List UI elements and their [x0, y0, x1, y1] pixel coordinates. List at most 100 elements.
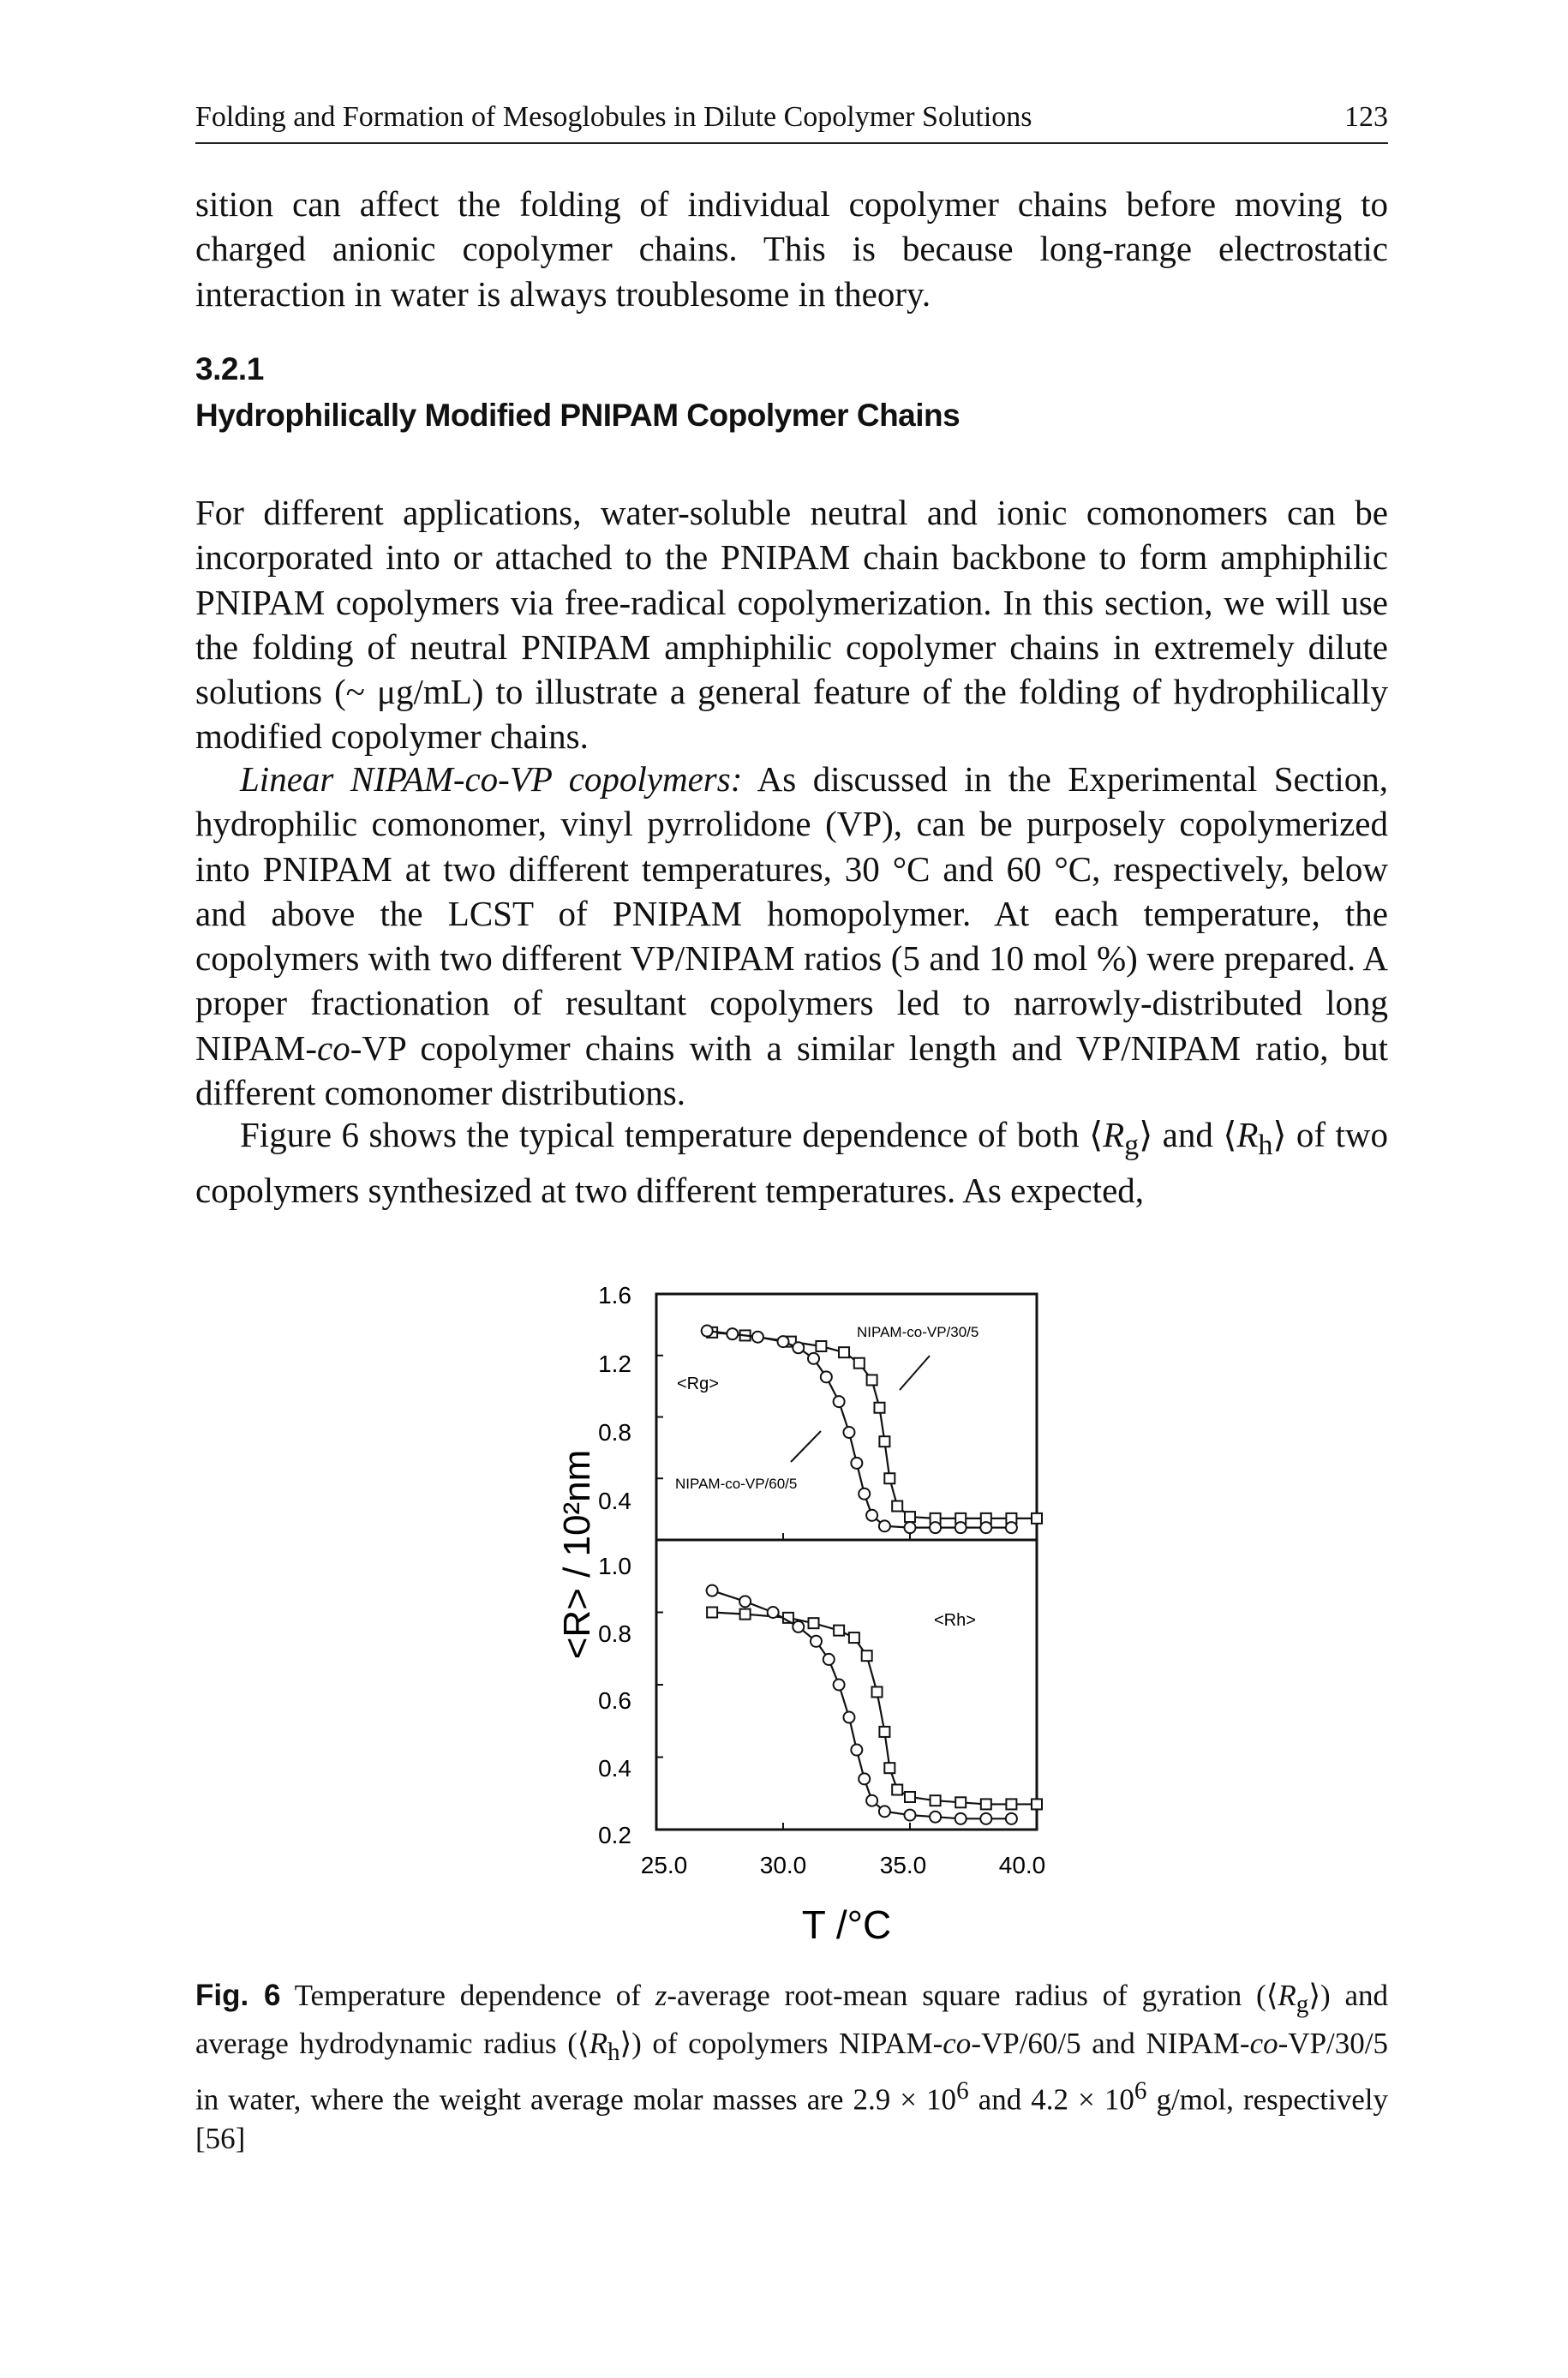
y-tick-label: 0.4 [598, 1488, 631, 1514]
data-point-circle [792, 1620, 805, 1633]
y-axis-label: <R> / 10²nm [556, 1450, 598, 1660]
paragraph-2-lead: Linear NIPAM-co-VP copolymers: [240, 759, 743, 799]
series-line [712, 1611, 1037, 1806]
x-tick-label: 30.0 [760, 1852, 807, 1878]
running-title: Folding and Formation of Mesoglobules in… [195, 101, 1032, 133]
data-point-circle [700, 1324, 714, 1338]
data-point-square [833, 1624, 846, 1637]
data-point-circle [822, 1652, 835, 1666]
data-point-square [739, 1608, 751, 1620]
x-tick-label: 25.0 [641, 1852, 688, 1878]
data-point-circle [705, 1584, 719, 1597]
data-point-circle [726, 1327, 739, 1341]
data-point-circle [858, 1487, 871, 1500]
y-tick-label: 0.8 [598, 1620, 631, 1647]
data-point-square [1031, 1798, 1043, 1811]
paragraph-2: Linear NIPAM-co-VP copolymers: As discus… [195, 759, 1388, 1113]
data-point-circle [809, 1634, 823, 1648]
data-point-square [904, 1790, 916, 1803]
data-point-square [873, 1401, 886, 1414]
data-point-circle [819, 1370, 833, 1384]
data-point-circle [842, 1710, 856, 1724]
rh-label: <Rh> [934, 1611, 976, 1630]
data-point-circle [1004, 1521, 1018, 1535]
data-point-circle [792, 1341, 805, 1355]
y-tick-label: 0.2 [598, 1822, 631, 1848]
label-30-5: NIPAM-co-VP/30/5 [857, 1324, 979, 1340]
caption-label: Fig. 6 [195, 1979, 281, 2012]
data-point-circle [865, 1794, 879, 1807]
data-point-circle [739, 1595, 752, 1608]
data-point-circle [776, 1335, 790, 1349]
data-point-circle [929, 1810, 943, 1824]
data-point-circle [1004, 1812, 1018, 1825]
data-point-circle [979, 1812, 993, 1825]
data-point-square [883, 1762, 896, 1775]
data-point-square [904, 1511, 916, 1524]
data-point-square [979, 1798, 992, 1811]
data-point-circle [954, 1521, 967, 1535]
x-tick-label: 40.0 [999, 1852, 1046, 1878]
data-point-square [878, 1725, 891, 1738]
data-point-square [706, 1606, 719, 1619]
figure-caption: Fig. 6 Temperature dependence of z-avera… [195, 1979, 1388, 2155]
y-tick-label: 0.4 [598, 1755, 631, 1782]
data-point-square [891, 1783, 904, 1796]
bottom-panel-frame [655, 1538, 1038, 1831]
data-point-circle [832, 1678, 846, 1692]
data-point-square [878, 1435, 891, 1448]
top-panel: 1.6 1.2 0.8 0.4 <Rg> NIPAM-co-VP/30/5 NI… [598, 1282, 1043, 1542]
data-point-circle [751, 1330, 764, 1344]
running-header: Folding and Formation of Mesoglobules in… [195, 101, 1388, 144]
paragraph-0: sition can affect the folding of individ… [195, 184, 1388, 314]
data-point-square [955, 1796, 967, 1809]
data-point-square [853, 1357, 865, 1369]
data-point-square [1005, 1798, 1018, 1811]
data-point-circle [850, 1456, 864, 1470]
data-point-square [865, 1374, 878, 1387]
data-point-circle [766, 1606, 780, 1619]
data-point-circle [979, 1521, 993, 1535]
data-point-circle [832, 1395, 846, 1409]
pointer-30-5 [899, 1355, 931, 1391]
page-number: 123 [1344, 101, 1388, 133]
data-point-circle [903, 1808, 917, 1822]
data-point-circle [850, 1743, 864, 1757]
label-60-5: NIPAM-co-VP/60/5 [675, 1476, 797, 1492]
data-point-circle [807, 1351, 821, 1365]
data-point-circle [842, 1425, 856, 1439]
y-tick-label: 1.0 [598, 1553, 631, 1579]
y-tick-label: 1.2 [598, 1351, 631, 1377]
data-point-square [838, 1346, 851, 1359]
data-point-square [891, 1500, 904, 1512]
paragraph-1: For different applications, water-solubl… [195, 493, 1388, 757]
y-tick-label: 0.8 [598, 1419, 631, 1446]
data-point-circle [865, 1508, 879, 1522]
data-point-square [860, 1650, 873, 1662]
data-point-square [1031, 1512, 1043, 1524]
pointer-60-5 [790, 1430, 822, 1463]
x-axis-label: T /°C [802, 1902, 891, 1947]
data-point-square [807, 1617, 820, 1630]
paragraph-3: Figure 6 shows the typical temperature d… [195, 1115, 1388, 1211]
section-number: 3.2.1 [195, 351, 264, 386]
data-point-circle [877, 1519, 891, 1533]
data-point-circle [877, 1805, 891, 1818]
y-tick-label: 0.6 [598, 1687, 631, 1714]
section-title: Hydrophilically Modified PNIPAM Copolyme… [195, 398, 961, 433]
y-tick-label: 1.6 [598, 1282, 631, 1309]
data-point-square [883, 1472, 896, 1485]
data-point-circle [954, 1812, 967, 1825]
data-point-square [871, 1686, 883, 1698]
data-point-square [929, 1794, 942, 1807]
data-point-circle [929, 1521, 943, 1535]
x-tick-label: 35.0 [880, 1852, 927, 1878]
bottom-panel: 1.0 0.8 0.6 0.4 0.2 25.0 30.0 35.0 40.0 … [598, 1538, 1046, 1878]
rg-label: <Rg> [677, 1375, 719, 1393]
section-heading: 3.2.1 Hydrophilically Modified PNIPAM Co… [195, 346, 1388, 439]
data-point-circle [903, 1521, 917, 1535]
data-point-square [847, 1632, 860, 1644]
data-point-circle [858, 1772, 871, 1786]
data-point-square [815, 1339, 828, 1352]
